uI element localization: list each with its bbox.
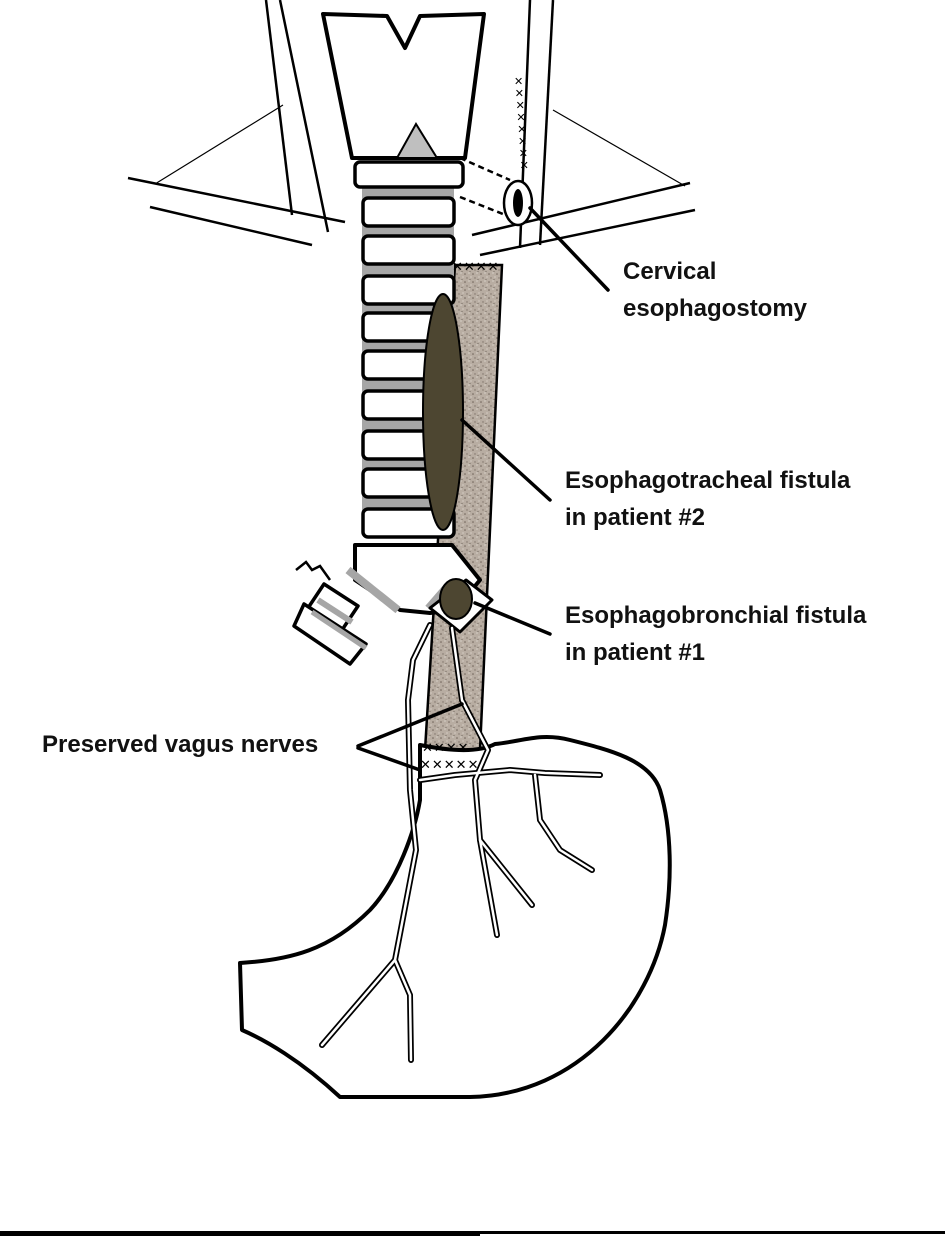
larynx-gray-triangle (395, 122, 439, 159)
label-line-2: in patient #2 (565, 504, 706, 531)
tracheal-ring (361, 196, 456, 228)
bottom-border-light (0, 1234, 480, 1236)
stomach (238, 735, 672, 1099)
label-line-2: in patient #1 (565, 639, 706, 666)
carina-gray-band-left (345, 566, 401, 614)
label-esophagobronchial-fistula: Esophagobronchial fistula in patient #1 (565, 597, 866, 671)
suture-line-gastric: ✕✕✕✕✕ (420, 758, 479, 773)
left-bronchus-stump (292, 560, 368, 666)
clavicle-lines (154, 104, 686, 187)
esophagobronchial-fistula (439, 578, 473, 620)
tracheal-ring (361, 274, 456, 306)
label-line-1: Esophagotracheal fistula (565, 467, 851, 494)
leader-vagus-lower (356, 746, 422, 772)
tracheal-ring (361, 234, 456, 266)
larynx (321, 12, 486, 160)
suture-line-distal: ✕✕✕✕ (422, 741, 470, 756)
label-cervical-esophagostomy: Cervical esophagostomy (623, 253, 807, 327)
leader-cervical-esophagostomy (528, 206, 610, 292)
leader-lines (356, 206, 610, 772)
label-line-1: Esophagobronchial fistula (565, 602, 867, 629)
label-line-1: Preserved vagus nerves (42, 731, 319, 758)
neck-outline (127, 0, 696, 257)
suture-line-neck: ✕✕✕✕✕✕✕✕ (514, 75, 529, 172)
tracheal-ring (353, 160, 465, 189)
vagus-nerves (319, 622, 603, 1063)
leader-esophagotracheal-fistula (460, 418, 552, 502)
trachea-interring-band (362, 262, 454, 278)
label-line-2: esophagostomy (623, 295, 808, 322)
cervical-esophagostomy-stoma (459, 156, 534, 227)
leader-esophagobronchial-fistula (473, 601, 552, 636)
label-vagus-nerves: Preserved vagus nerves (42, 726, 318, 763)
suture-line-anastomosis: ✕✕✕✕ (452, 260, 500, 275)
leader-vagus-upper (356, 702, 464, 748)
label-line-1: Cervical (623, 258, 717, 285)
label-esophagotracheal-fistula: Esophagotracheal fistula in patient #2 (565, 462, 850, 536)
tracheal-ring (361, 507, 456, 539)
esophagotracheal-fistula (422, 293, 464, 531)
bottom-border (0, 1231, 945, 1234)
